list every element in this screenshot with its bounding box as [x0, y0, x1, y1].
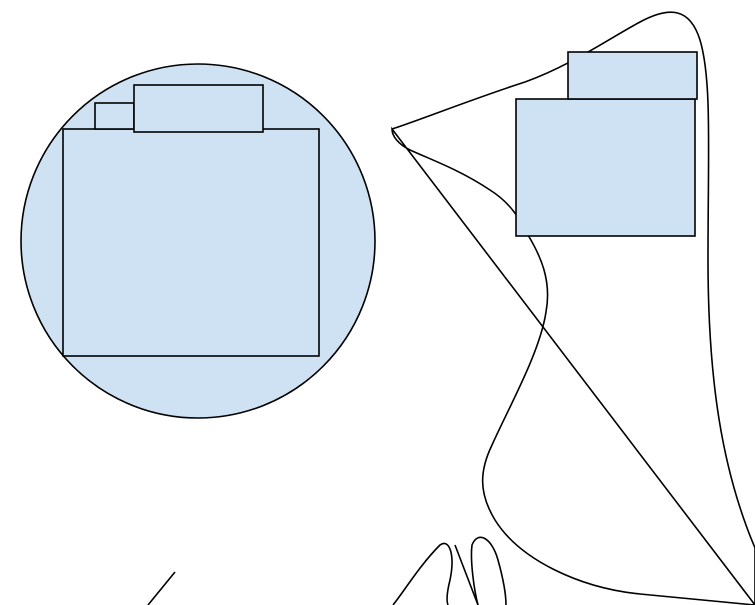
scribble-stroke-a	[455, 545, 478, 605]
right-top-rect	[568, 52, 697, 99]
small-rectangle	[95, 103, 134, 129]
freehand-group	[392, 12, 755, 605]
circle-group	[21, 64, 375, 418]
scribble-curve	[393, 543, 452, 605]
large-square	[63, 129, 319, 356]
bottom-scribbles	[148, 537, 506, 605]
scribble-line-left	[148, 572, 175, 605]
right-large-rect	[516, 99, 695, 236]
top-rectangle	[134, 85, 263, 132]
scribble-stroke-b	[471, 537, 506, 605]
